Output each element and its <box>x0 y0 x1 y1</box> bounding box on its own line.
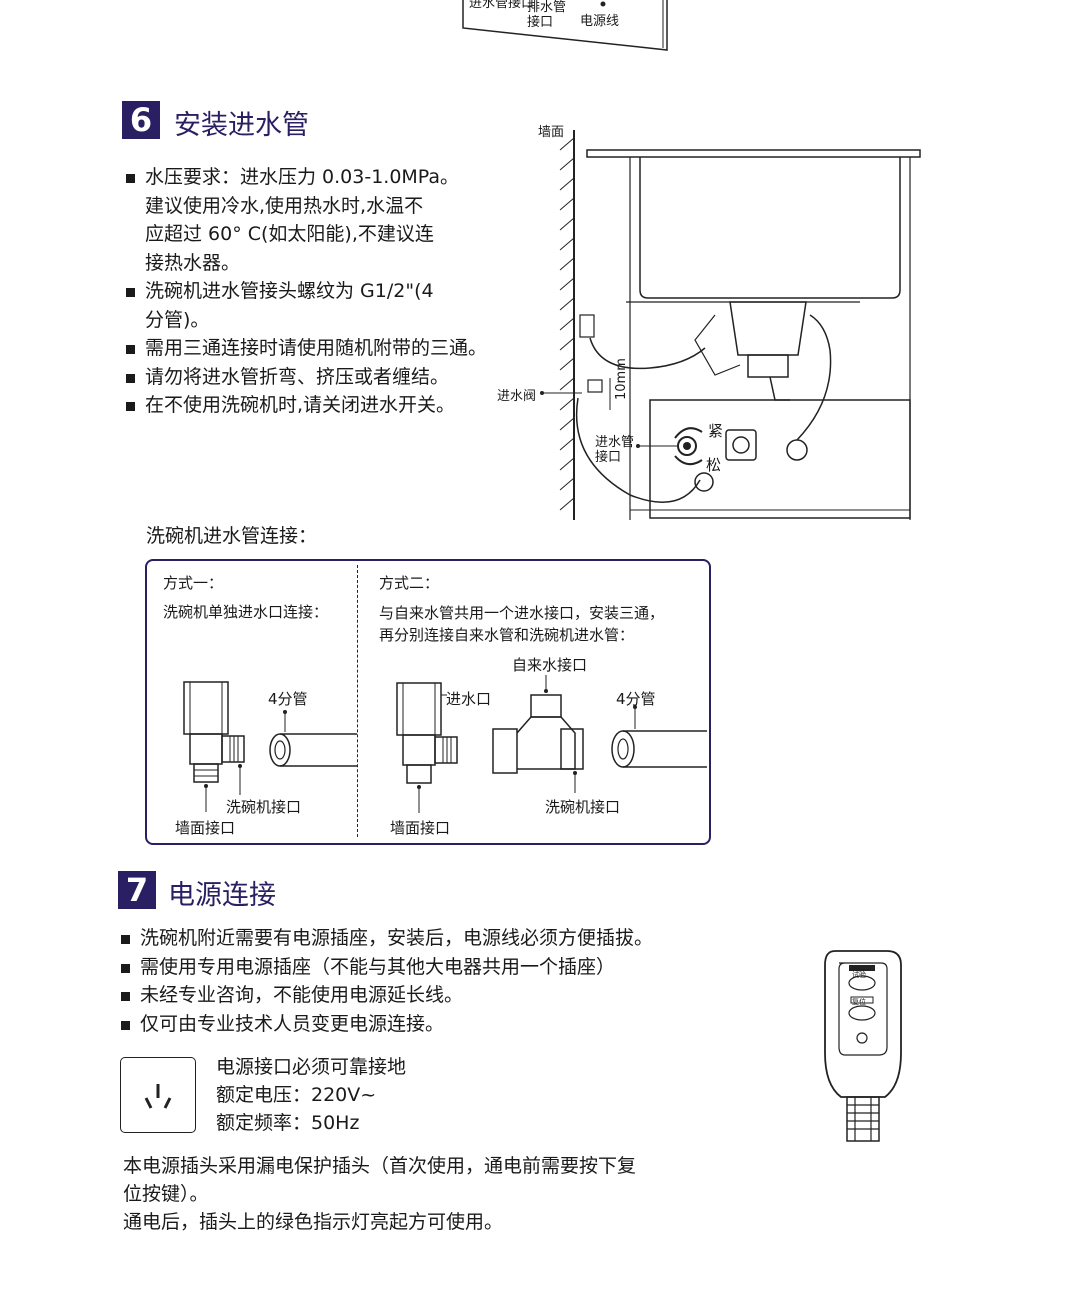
label-loosen: 松 <box>706 456 722 474</box>
m2-label-wall-port: 墙面接口 <box>390 819 451 837</box>
section-6-title: 安装进水管 <box>174 110 309 141</box>
m2-label-tap-port: 自来水接口 <box>512 656 588 674</box>
label-tighten: 紧 <box>708 422 724 440</box>
s6-bullet-2: 洗碗机进水管接头螺纹为 G1/2"(4 分管)。 <box>125 277 495 334</box>
label-inlet-port-2: 接口 <box>595 450 622 465</box>
section-6-bullets: 水压要求：进水压力 0.03-1.0MPa。 建议使用冷水,使用热水时,水温不 … <box>125 163 495 420</box>
m2-label-pipe: 4分管 <box>616 690 656 708</box>
top-cabinet-diagram <box>462 0 668 51</box>
m2-label-inlet: 进水口 <box>446 690 492 708</box>
section-6-number: 6 <box>122 101 160 139</box>
m1-label-machine-port: 洗碗机接口 <box>226 798 302 816</box>
plug-reset-label: 复位 <box>852 998 866 1006</box>
note-1: 本电源插头采用漏电保护插头（首次使用，通电前需要按下复 <box>123 1155 637 1177</box>
m2-label-machine-port: 洗碗机接口 <box>545 798 621 816</box>
top-label-inlet: 进水管接口 <box>469 0 535 11</box>
methods-divider <box>357 565 358 837</box>
note-3: 通电后，插头上的绿色指示灯亮起方可使用。 <box>123 1211 504 1233</box>
connection-methods-box <box>145 559 711 845</box>
s6-bullet-4: 请勿将进水管折弯、挤压或者缠结。 <box>125 363 495 392</box>
section-7-title: 电源连接 <box>168 880 276 911</box>
method-2-title: 方式二： <box>379 574 440 592</box>
connection-heading: 洗碗机进水管连接： <box>146 525 318 547</box>
section-7-number: 7 <box>118 871 156 909</box>
s7-bullet-4: 仅可由专业技术人员变更电源连接。 <box>120 1010 740 1039</box>
three-pin-socket-icon <box>144 1084 172 1109</box>
socket-icon-box <box>120 1057 196 1133</box>
method-1-desc: 洗碗机单独进水口连接： <box>163 603 329 621</box>
method-2-desc-1: 与自来水管共用一个进水接口，安装三通， <box>379 604 665 622</box>
method-2-diagram <box>396 675 707 813</box>
spec-frequency: 额定频率：50Hz <box>216 1112 360 1134</box>
spec-ground: 电源接口必须可靠接地 <box>216 1056 407 1078</box>
section-7-bullets: 洗碗机附近需要有电源插座，安装后，电源线必须方便插拔。 需使用专用电源插座（不能… <box>120 924 740 1038</box>
method-1-diagram <box>183 681 357 812</box>
spec-voltage: 额定电压：220V~ <box>216 1084 377 1106</box>
note-2: 位按键）。 <box>123 1183 209 1205</box>
m1-label-pipe: 4分管 <box>268 690 308 708</box>
label-wall: 墙面 <box>538 125 565 140</box>
label-inlet-port-1: 进水管 <box>595 435 635 450</box>
m1-label-wall-port: 墙面接口 <box>175 819 236 837</box>
s6-bullet-1: 水压要求：进水压力 0.03-1.0MPa。 建议使用冷水,使用热水时,水温不 … <box>125 163 495 277</box>
leakage-protection-plug <box>824 950 902 1142</box>
s7-bullet-3: 未经专业咨询，不能使用电源延长线。 <box>120 981 740 1010</box>
s7-bullet-2: 需使用专用电源插座（不能与其他大电器共用一个插座） <box>120 953 740 982</box>
label-gap: 10mm <box>614 358 629 400</box>
method-1-title: 方式一： <box>163 574 224 592</box>
label-valve: 进水阀 <box>497 389 537 404</box>
plug-test-label: 试验 <box>852 971 866 979</box>
top-label-power: 电源线 <box>580 14 620 29</box>
s6-bullet-5: 在不使用洗碗机时,请关闭进水开关。 <box>125 391 495 420</box>
inlet-installation-diagram <box>540 130 921 520</box>
s6-bullet-3: 需用三通连接时请使用随机附带的三通。 <box>125 334 495 363</box>
top-label-drain: 排水管接口 <box>527 0 567 30</box>
s7-bullet-1: 洗碗机附近需要有电源插座，安装后，电源线必须方便插拔。 <box>120 924 740 953</box>
method-2-desc-2: 再分别连接自来水管和洗碗机进水管： <box>379 626 635 644</box>
